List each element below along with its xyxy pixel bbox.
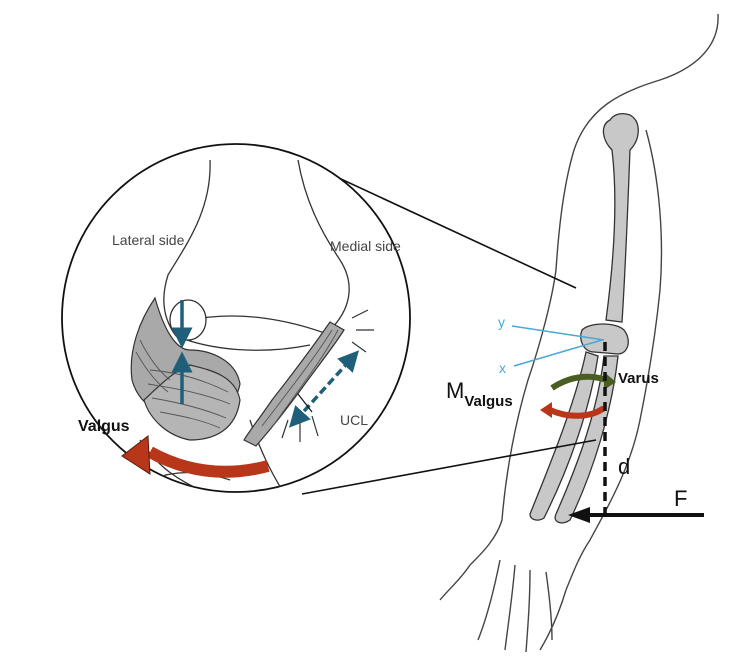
moment-subscript: Valgus bbox=[464, 393, 512, 410]
moment-symbol: M bbox=[446, 378, 464, 403]
valgus-label-inset: Valgus bbox=[78, 418, 130, 436]
moment-label: MValgus bbox=[446, 378, 513, 404]
medial-side-label: Medial side bbox=[330, 238, 401, 255]
humerus-bone bbox=[603, 114, 638, 322]
ucl-label: UCL bbox=[340, 412, 368, 429]
arm-silhouette bbox=[440, 14, 718, 652]
y-axis-label: y bbox=[498, 314, 505, 330]
force-label: F bbox=[674, 486, 687, 512]
lateral-side-label: Lateral side bbox=[112, 232, 184, 249]
zoom-inset bbox=[62, 144, 410, 492]
distance-label: d bbox=[618, 454, 630, 480]
x-axis-label: x bbox=[499, 360, 506, 376]
varus-label: Varus bbox=[618, 370, 659, 387]
